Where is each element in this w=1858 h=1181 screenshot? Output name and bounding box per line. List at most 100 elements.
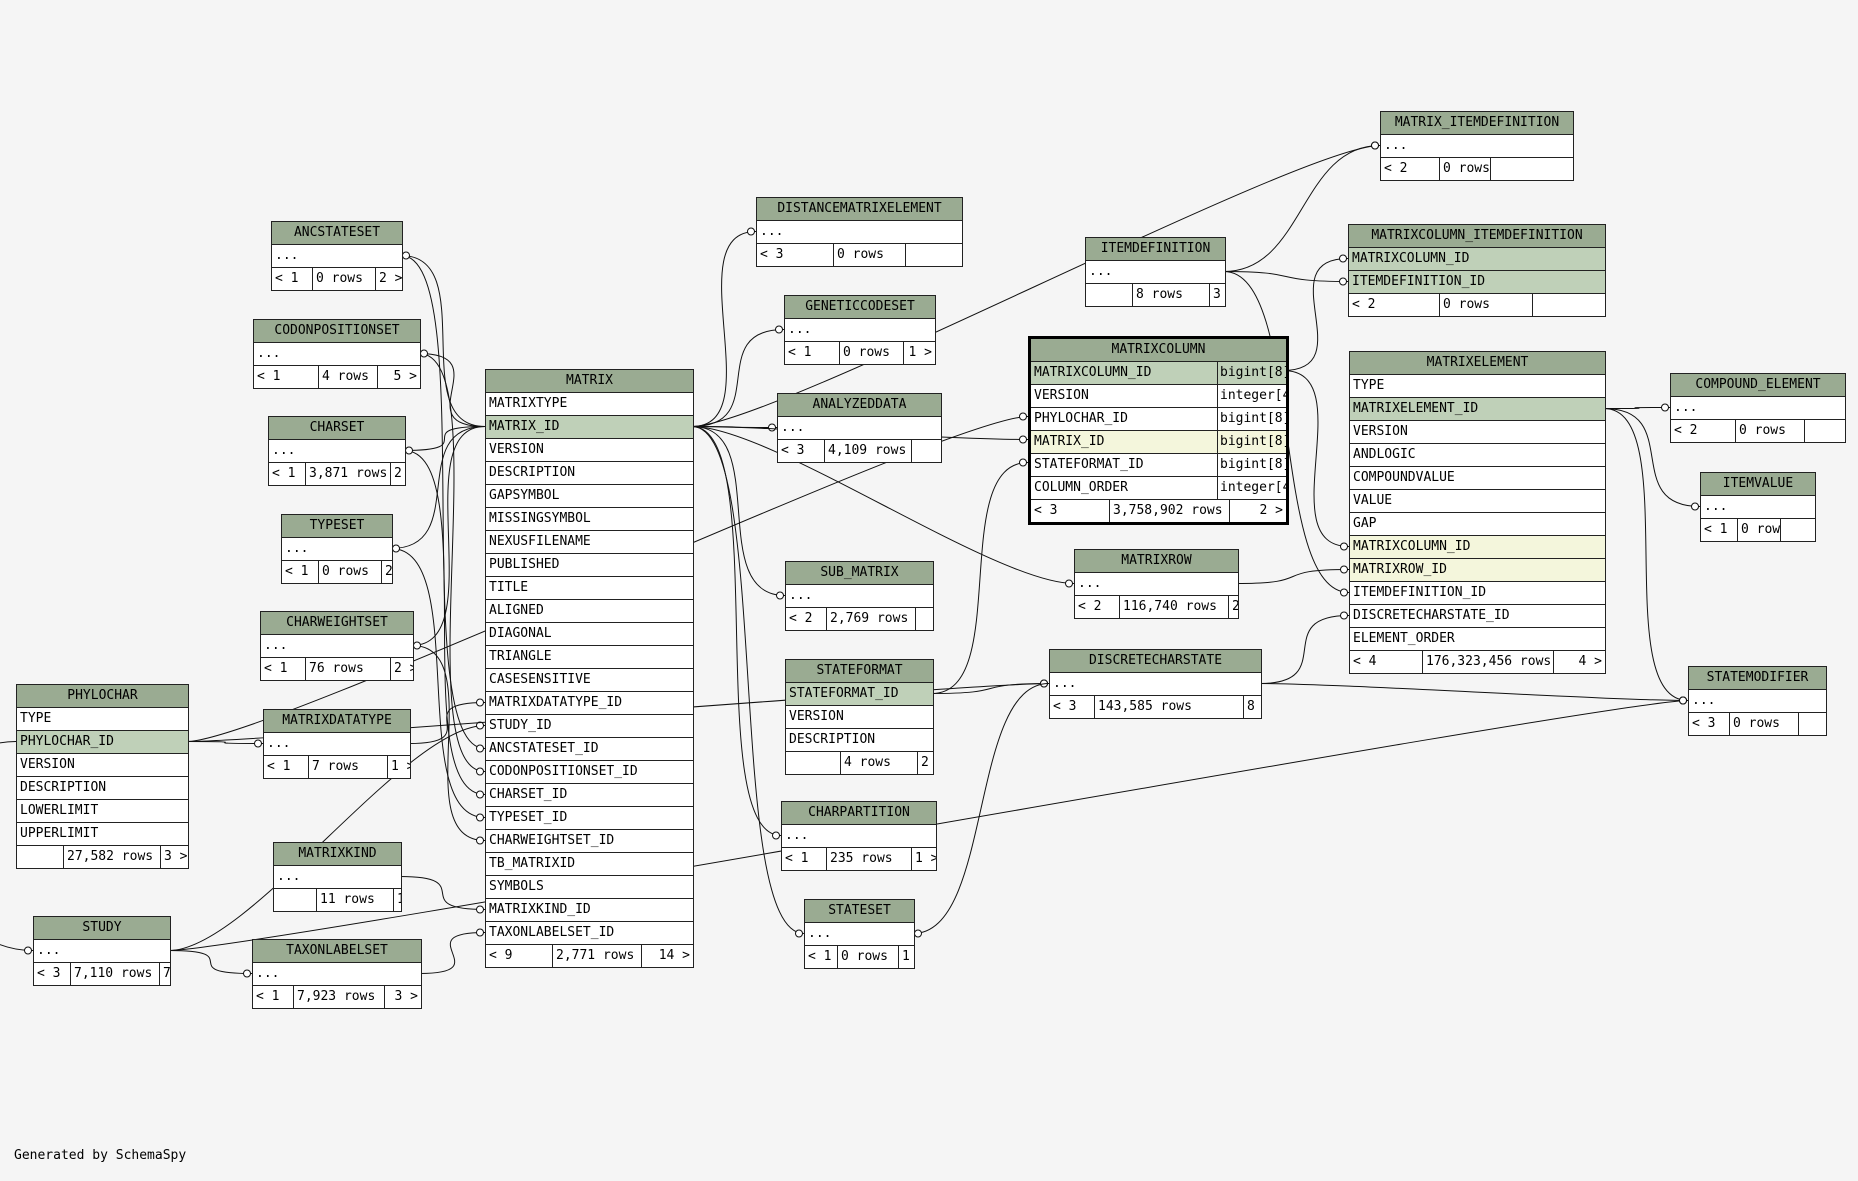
child-count-link[interactable]: 3 >: [1213, 287, 1225, 302]
collapsed-columns[interactable]: ...: [1701, 496, 1815, 519]
table-itemvalue[interactable]: ITEMVALUE...< 10 rows: [1700, 472, 1816, 542]
child-count-link[interactable]: [1781, 519, 1815, 541]
column-row[interactable]: VERSION: [486, 439, 693, 462]
child-count-link[interactable]: 8 >: [1247, 699, 1261, 714]
parent-count-link[interactable]: [1086, 284, 1133, 306]
parent-count-link[interactable]: < 1: [269, 463, 306, 485]
parent-count-link[interactable]: < 1: [785, 342, 840, 364]
parent-count-link[interactable]: < 3: [1689, 713, 1730, 735]
column-row[interactable]: STATEFORMAT_ID: [786, 683, 933, 706]
parent-count-link[interactable]: < 1: [782, 848, 827, 870]
collapsed-columns[interactable]: ...: [274, 866, 401, 889]
child-count-link[interactable]: 7 >: [163, 966, 170, 981]
parent-count-link[interactable]: [274, 889, 317, 911]
collapsed-columns[interactable]: ...: [1671, 397, 1845, 420]
column-row[interactable]: LOWERLIMIT: [17, 800, 188, 823]
parent-count-link[interactable]: < 2: [1671, 420, 1736, 442]
parent-count-link[interactable]: < 9: [486, 945, 553, 967]
table-header[interactable]: PHYLOCHAR: [17, 685, 188, 708]
child-count-link[interactable]: [906, 244, 962, 266]
table-header[interactable]: STUDY: [34, 917, 170, 940]
column-row[interactable]: TB_MATRIXID: [486, 853, 693, 876]
column-row[interactable]: GAPSYMBOL: [486, 485, 693, 508]
parent-count-link[interactable]: < 1: [253, 986, 294, 1008]
table-header[interactable]: ANCSTATESET: [272, 222, 402, 245]
child-count-link[interactable]: 1 >: [902, 949, 914, 964]
collapsed-columns[interactable]: ...: [786, 585, 933, 608]
collapsed-columns[interactable]: ...: [757, 221, 962, 244]
column-row[interactable]: PHYLOCHAR_ID: [17, 731, 188, 754]
parent-count-link[interactable]: [17, 846, 64, 868]
column-row[interactable]: DIAGONAL: [486, 623, 693, 646]
column-row[interactable]: NEXUSFILENAME: [486, 531, 693, 554]
collapsed-columns[interactable]: ...: [785, 319, 935, 342]
column-row[interactable]: MATRIXCOLUMN_ID: [1349, 248, 1605, 271]
parent-count-link[interactable]: < 3: [1050, 696, 1095, 718]
table-header[interactable]: MATRIXROW: [1075, 550, 1238, 573]
collapsed-columns[interactable]: ...: [1689, 690, 1826, 713]
parent-count-link[interactable]: < 2: [1349, 294, 1440, 316]
table-header[interactable]: ANALYZEDDATA: [778, 394, 941, 417]
child-count-link[interactable]: [1799, 713, 1826, 735]
column-row[interactable]: DISCRETECHARSTATE_ID: [1350, 605, 1605, 628]
table-header[interactable]: MATRIX: [486, 370, 693, 393]
table-header[interactable]: DISTANCEMATRIXELEMENT: [757, 198, 962, 221]
table-header[interactable]: SUB_MATRIX: [786, 562, 933, 585]
column-row[interactable]: ITEMDEFINITION_ID: [1349, 271, 1605, 294]
parent-count-link[interactable]: < 1: [805, 946, 838, 968]
parent-count-link[interactable]: < 3: [34, 963, 71, 985]
child-count-link[interactable]: 1 >: [908, 345, 932, 360]
column-row[interactable]: PUBLISHED: [486, 554, 693, 577]
table-header[interactable]: STATEMODIFIER: [1689, 667, 1826, 690]
column-row[interactable]: ALIGNED: [486, 600, 693, 623]
table-header[interactable]: TAXONLABELSET: [253, 940, 421, 963]
parent-count-link[interactable]: [786, 752, 841, 774]
column-row[interactable]: MATRIXELEMENT_ID: [1350, 398, 1605, 421]
parent-count-link[interactable]: < 3: [1031, 500, 1110, 522]
column-row[interactable]: CHARWEIGHTSET_ID: [486, 830, 693, 853]
collapsed-columns[interactable]: ...: [261, 635, 413, 658]
table-header[interactable]: MATRIXKIND: [274, 843, 401, 866]
collapsed-columns[interactable]: ...: [1050, 673, 1261, 696]
parent-count-link[interactable]: < 3: [778, 440, 825, 462]
column-row[interactable]: ITEMDEFINITION_ID: [1350, 582, 1605, 605]
child-count-link[interactable]: 2 >: [379, 271, 402, 286]
table-header[interactable]: CHARPARTITION: [782, 802, 936, 825]
child-count-link[interactable]: 2 >: [1232, 599, 1238, 614]
table-header[interactable]: MATRIXELEMENT: [1350, 352, 1605, 375]
table-header[interactable]: DISCRETECHARSTATE: [1050, 650, 1261, 673]
table-header[interactable]: STATEFORMAT: [786, 660, 933, 683]
table-header[interactable]: STATESET: [805, 900, 914, 923]
column-row[interactable]: DESCRIPTION: [486, 462, 693, 485]
column-row[interactable]: UPPERLIMIT: [17, 823, 188, 846]
column-row[interactable]: MATRIXDATATYPE_ID: [486, 692, 693, 715]
column-row[interactable]: SYMBOLS: [486, 876, 693, 899]
table-header[interactable]: CHARWEIGHTSET: [261, 612, 413, 635]
collapsed-columns[interactable]: ...: [282, 538, 392, 561]
column-row[interactable]: ANDLOGIC: [1350, 444, 1605, 467]
collapsed-columns[interactable]: ...: [34, 940, 170, 963]
parent-count-link[interactable]: < 1: [261, 658, 306, 680]
column-row[interactable]: GAP: [1350, 513, 1605, 536]
column-row[interactable]: DESCRIPTION: [786, 729, 933, 752]
child-count-link[interactable]: 5 >: [393, 369, 417, 384]
column-row[interactable]: TITLE: [486, 577, 693, 600]
